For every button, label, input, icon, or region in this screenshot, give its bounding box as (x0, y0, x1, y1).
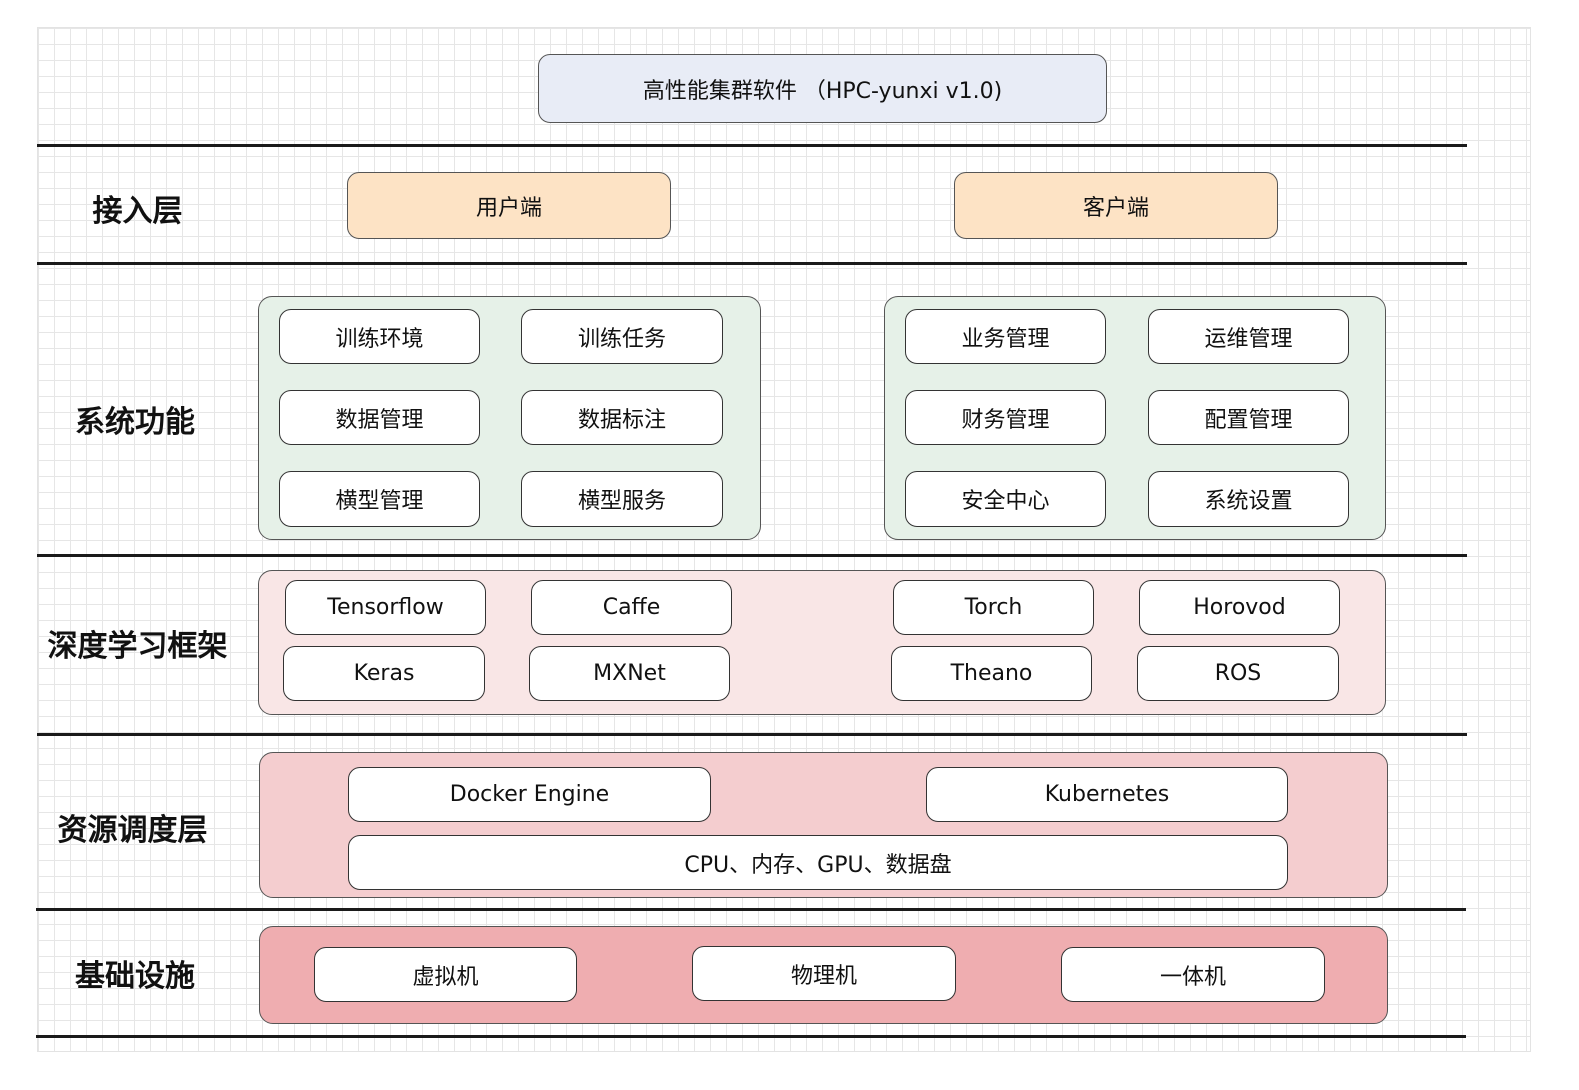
scheduling-node: Docker Engine (348, 767, 711, 822)
function-node: 财务管理 (905, 390, 1106, 445)
function-node: 横型服务 (521, 471, 723, 527)
function-node: 训练任务 (521, 309, 723, 364)
infrastructure-node: 物理机 (692, 946, 956, 1001)
framework-node: Tensorflow (285, 580, 486, 635)
function-node: 运维管理 (1148, 309, 1349, 364)
framework-node: Theano (891, 646, 1092, 701)
framework-node: ROS (1137, 646, 1339, 701)
diagram-title-text: 高性能集群软件 （HPC-yunxi v1.0) (642, 78, 1003, 104)
framework-node: Horovod (1139, 580, 1340, 635)
layer-label-infrastructure: 基础设施 (75, 959, 195, 994)
function-node: 配置管理 (1148, 390, 1349, 445)
separator-line (37, 733, 1467, 736)
layer-label-functions: 系统功能 (75, 405, 195, 440)
diagram-title: 高性能集群软件 （HPC-yunxi v1.0) (538, 54, 1107, 123)
framework-node: MXNet (529, 646, 730, 701)
separator-line (37, 144, 1467, 147)
separator-line (36, 908, 1466, 911)
framework-node: Keras (283, 646, 485, 701)
layer-label-access: 接入层 (92, 194, 183, 229)
function-node: 安全中心 (905, 471, 1106, 527)
separator-line (36, 1035, 1466, 1038)
scheduling-node-resources: CPU、内存、GPU、数据盘 (348, 835, 1288, 890)
infrastructure-node: 一体机 (1061, 947, 1325, 1002)
function-node: 横型管理 (279, 471, 480, 527)
layer-label-frameworks: 深度学习框架 (47, 629, 228, 664)
separator-line (37, 262, 1467, 265)
access-node-client: 客户端 (954, 172, 1278, 239)
layer-label-scheduling: 资源调度层 (57, 813, 208, 848)
infrastructure-node: 虚拟机 (314, 947, 577, 1002)
function-node: 数据管理 (279, 390, 480, 445)
separator-line (37, 554, 1467, 557)
function-node: 业务管理 (905, 309, 1106, 364)
access-node-user: 用户端 (347, 172, 671, 239)
framework-node: Torch (893, 580, 1094, 635)
function-node: 训练环境 (279, 309, 480, 364)
function-node: 数据标注 (521, 390, 723, 445)
function-node: 系统设置 (1148, 471, 1349, 527)
scheduling-node: Kubernetes (926, 767, 1288, 822)
framework-node: Caffe (531, 580, 732, 635)
